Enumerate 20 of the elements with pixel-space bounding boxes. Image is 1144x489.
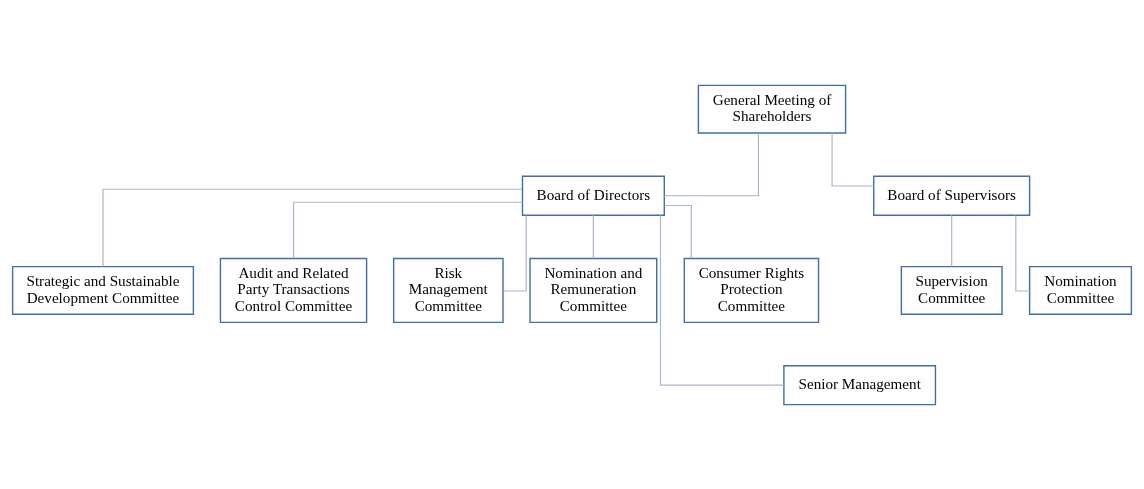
- node-box: Consumer Rights Protection Committee: [683, 257, 820, 323]
- connector: [592, 214, 594, 259]
- connector: [663, 132, 760, 196]
- connector: [502, 214, 527, 292]
- node-box: Senior Management: [783, 364, 937, 405]
- connector: [664, 204, 692, 259]
- node-box: Audit and Related Party Transactions Control Committee: [219, 257, 368, 323]
- node-box: Nomination and Remuneration Committee: [529, 257, 658, 323]
- connector: [831, 131, 875, 187]
- node-box: General Meeting of Shareholders: [697, 84, 847, 134]
- node-box: Supervision Committee: [900, 265, 1003, 315]
- connector: [659, 214, 785, 386]
- node-box: Strategic and Sustainable Development Committee: [11, 265, 195, 315]
- node-box: Nomination Committee: [1028, 265, 1133, 315]
- connector: [102, 188, 523, 267]
- connector: [292, 201, 523, 259]
- node-box: Board of Directors: [521, 175, 665, 216]
- node-box: Risk Management Committee: [392, 257, 504, 323]
- connector: [951, 214, 953, 267]
- node-box: Board of Supervisors: [873, 175, 1031, 216]
